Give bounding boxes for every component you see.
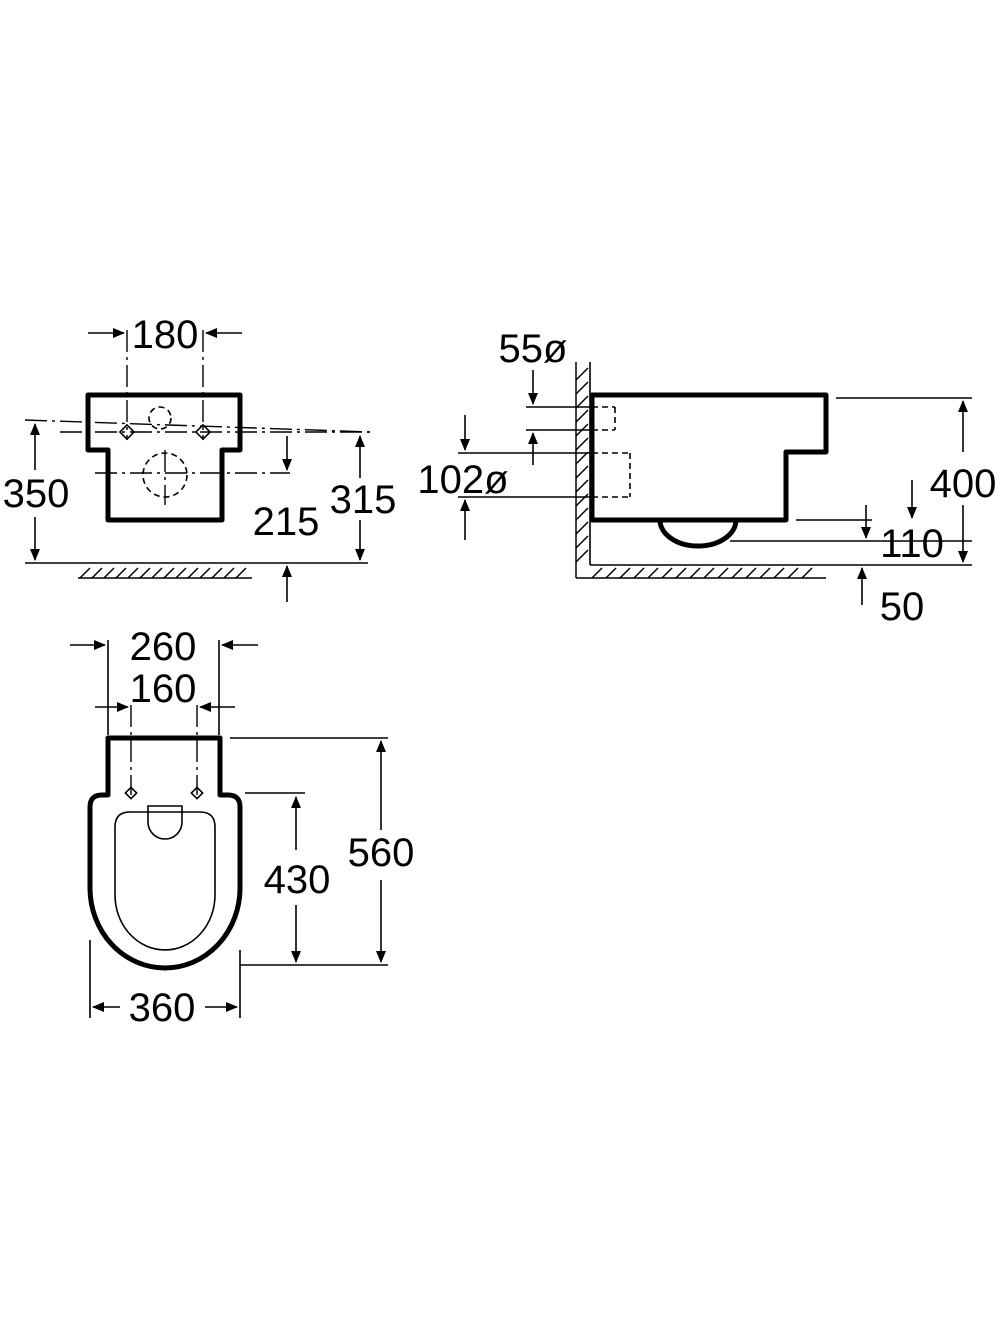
top-view-flush-opening bbox=[147, 805, 183, 840]
dim-front-height-outlet: 215 bbox=[253, 500, 320, 544]
dim-side-inlet-diameter: 55ø bbox=[499, 327, 568, 371]
front-view-body bbox=[85, 392, 243, 523]
front-view-mounting-hole-left bbox=[118, 423, 136, 441]
dim-side-outlet-diameter: 102ø bbox=[417, 458, 508, 502]
dim-top-length-total: 560 bbox=[348, 831, 415, 875]
dim-side-height-outlet: 110 bbox=[880, 522, 944, 566]
dim-top-length-holes: 430 bbox=[264, 858, 331, 902]
dim-side-floor-clearance: 50 bbox=[880, 585, 925, 629]
dim-side-height-total: 400 bbox=[930, 462, 997, 506]
top-view-inner-bowl bbox=[114, 811, 216, 951]
side-view-floor-hatch bbox=[576, 567, 826, 579]
dim-front-height-inlet: 315 bbox=[330, 478, 397, 522]
front-view-inlet bbox=[148, 406, 172, 430]
front-view-outlet bbox=[142, 452, 188, 498]
top-view-body bbox=[87, 735, 243, 971]
front-view-centerline-upper bbox=[24, 419, 371, 433]
front-view: 180 350 215 315 bbox=[3, 313, 397, 602]
top-view: 260 160 430 560 360 bbox=[70, 625, 414, 1030]
side-view-wall-hatch bbox=[575, 362, 589, 578]
dim-front-width-holes: 180 bbox=[132, 313, 199, 357]
side-view-outlet-bowl bbox=[657, 519, 739, 549]
dim-front-height-total: 350 bbox=[3, 472, 70, 516]
side-view: 55ø 102ø 400 110 50 bbox=[417, 327, 996, 629]
dim-top-width-holes: 160 bbox=[130, 667, 197, 711]
dim-top-width-total: 360 bbox=[129, 986, 196, 1030]
top-view-mounting-hole-right bbox=[190, 786, 204, 800]
front-view-floor-hatch bbox=[78, 567, 252, 579]
front-view-mounting-hole-right bbox=[194, 423, 212, 441]
top-view-mounting-hole-left bbox=[124, 786, 138, 800]
side-view-body bbox=[589, 392, 829, 523]
dim-top-width-back: 260 bbox=[130, 625, 197, 669]
